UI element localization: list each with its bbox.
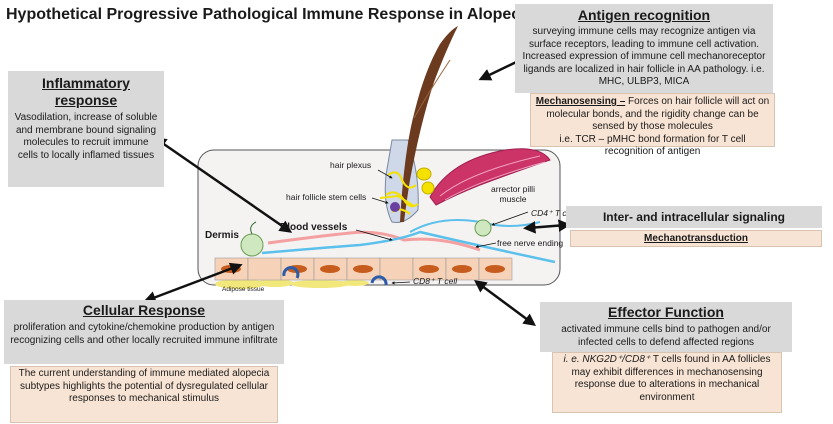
blood-vessel	[267, 230, 481, 252]
signaling-heading: Inter- and intracellular signaling	[602, 210, 786, 224]
effector-note-prefix: i. e. NKG2D⁺/CD8⁺	[563, 354, 651, 365]
arrow-signaling	[523, 219, 571, 234]
arrow-inflammatory	[153, 137, 293, 233]
label-adipose-tissue: Adipose tissue	[222, 286, 265, 293]
mechanosensing-body: Forces on hair follicle will act on mole…	[546, 96, 770, 132]
label-cd4-t-cell: CD4⁺ T cell	[531, 208, 576, 218]
nerve-fiber	[261, 230, 556, 264]
label-stem-cells: hair follicle stem cells	[286, 192, 367, 202]
inflammatory-response-box: Inflammatory response Vasodilation, incr…	[8, 71, 164, 187]
arrow-effector	[473, 280, 537, 326]
label-cd8-t-cell: CD8⁺ T cell	[413, 276, 458, 286]
sebaceous-gland-upper	[416, 167, 432, 181]
sebaceous-gland-lower	[421, 181, 435, 195]
label-blood-vessels: Blood vessels	[280, 222, 348, 233]
antigen-body: surveying immune cells may recognize ant…	[522, 26, 766, 87]
mechanosensing-box: Mechanosensing – Forces on hair follicle…	[530, 93, 775, 157]
cd4-t-cell	[474, 219, 492, 237]
mechanotransduction-label: Mechanotransduction	[644, 233, 748, 244]
cellular-response-box: Cellular Response proliferation and cyto…	[4, 300, 284, 364]
label-arrector-pili: arrector pilli muscle	[491, 184, 535, 204]
label-dermis: Dermis	[205, 230, 239, 241]
label-free-nerve-ending: free nerve ending	[497, 238, 564, 248]
arrector-pili-muscle	[429, 148, 551, 206]
effector-heading: Effector Function	[608, 304, 724, 320]
skin-cell-row	[214, 257, 513, 281]
label-hair-plexus: hair plexus	[330, 160, 372, 170]
antigen-recognition-box: Antigen recognition surveying immune cel…	[515, 4, 773, 93]
signaling-box: Inter- and intracellular signaling	[566, 206, 822, 228]
cellular-note-box: The current understanding of immune medi…	[10, 366, 278, 423]
inflammatory-heading: Inflammatory response	[42, 75, 130, 108]
inflammatory-body: Vasodilation, increase of soluble and me…	[14, 112, 158, 161]
arrow-cellular	[143, 262, 243, 304]
mechanosensing-example: i.e. TCR – pMHC bond formation for T cel…	[559, 133, 746, 158]
effector-note-body: T cells found in AA follicles may exhibi…	[571, 354, 771, 403]
effector-function-box: Effector Function activated immune cells…	[540, 302, 792, 352]
cellular-body: proliferation and cytokine/chemokine pro…	[10, 322, 278, 346]
cd8-cell-bottom	[370, 275, 388, 286]
effector-body: activated immune cells bind to pathogen …	[561, 324, 771, 348]
cellular-note: The current understanding of immune medi…	[18, 368, 270, 404]
mechanotransduction-box: Mechanotransduction	[570, 230, 822, 247]
cd8-cell-left	[282, 266, 300, 279]
diagram-title-text: Hypothetical Progressive Pathological Im…	[6, 6, 534, 23]
stem-cell-marker	[390, 202, 400, 212]
cellular-heading: Cellular Response	[82, 302, 206, 318]
antigen-heading: Antigen recognition	[577, 7, 711, 23]
effector-note-box: i. e. NKG2D⁺/CD8⁺ T cells found in AA fo…	[552, 352, 782, 413]
mechanosensing-label: Mechanosensing –	[535, 96, 626, 107]
